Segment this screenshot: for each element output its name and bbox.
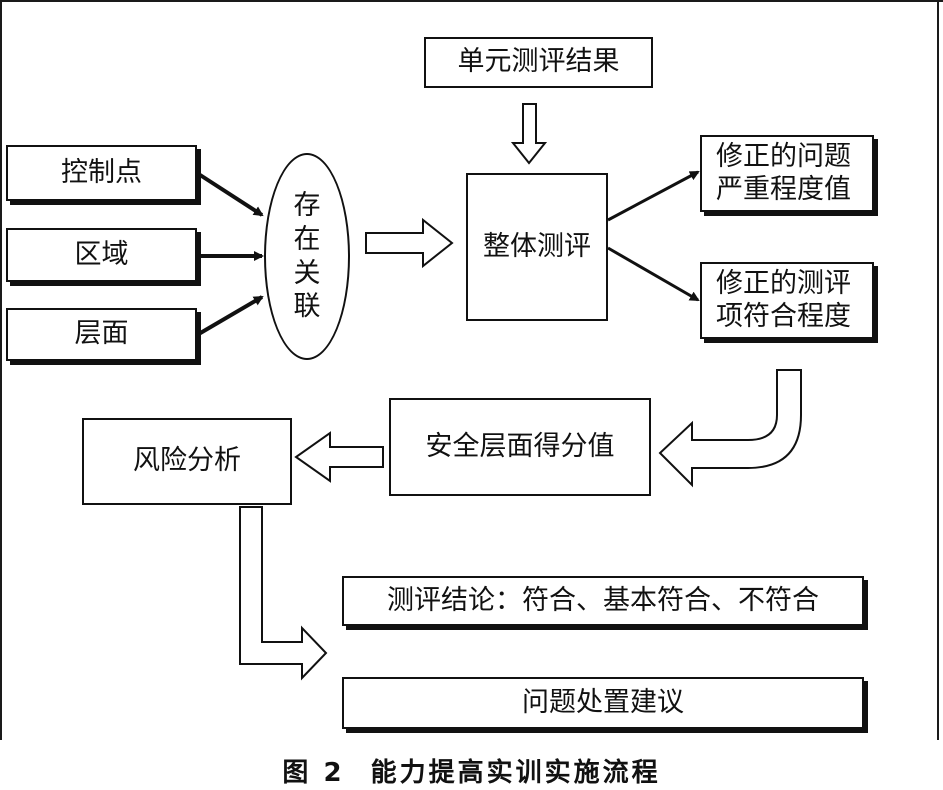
hollow-arrow-unit-to-eval (510, 103, 548, 165)
layer-score-label: 安全层面得分值 (425, 430, 615, 462)
layer-score-box: 安全层面得分值 (389, 398, 651, 496)
conclusion-label: 测评结论：符合、基本符合、不符合 (387, 584, 819, 616)
unit-result-box: 单元测评结果 (424, 37, 653, 88)
hollow-arrow-to-risk-analysis (294, 431, 384, 483)
frame-top-line (0, 0, 943, 2)
region-box: 区域 (6, 228, 197, 282)
association-ellipse: 存在关联 (264, 153, 350, 360)
corrected-compliance-label: 修正的测评项符合程度 (716, 268, 851, 332)
suggestions-box: 问题处置建议 (342, 677, 864, 729)
overall-eval-label: 整体测评 (483, 230, 591, 262)
arrow-layer-to-association (195, 295, 264, 337)
conclusion-box: 测评结论：符合、基本符合、不符合 (342, 576, 864, 626)
figure-number: 图 2 (282, 758, 345, 788)
figure-title: 能力提高实训实施流程 (370, 758, 661, 788)
association-label: 存在关联 (293, 190, 321, 323)
risk-analysis-label: 风险分析 (133, 445, 241, 477)
figure-caption: 图 2 能力提高实训实施流程 (0, 752, 943, 789)
corrected-severity-label: 修正的问题严重程度值 (716, 141, 851, 205)
control-point-box: 控制点 (6, 145, 197, 201)
hollow-arrow-risk-to-results (239, 506, 328, 681)
risk-analysis-box: 风险分析 (82, 418, 292, 505)
arrow-eval-to-compliance (607, 246, 700, 302)
layer-box: 层面 (6, 308, 197, 361)
suggestions-label: 问题处置建议 (522, 686, 684, 718)
corrected-compliance-box: 修正的测评项符合程度 (700, 262, 874, 339)
layer-label: 层面 (74, 318, 129, 350)
corrected-severity-box: 修正的问题严重程度值 (700, 135, 874, 212)
frame-right-line (937, 0, 939, 740)
arrow-eval-to-severity (607, 170, 700, 222)
frame-left-line (0, 0, 2, 740)
region-label: 区域 (74, 238, 129, 270)
hollow-curved-arrow-to-layer-score (658, 369, 802, 488)
hollow-arrow-association-to-eval (365, 217, 454, 269)
overall-eval-box: 整体测评 (466, 173, 608, 321)
unit-result-label: 单元测评结果 (457, 46, 620, 78)
arrow-control-to-association (195, 171, 264, 217)
control-point-label: 控制点 (61, 156, 142, 188)
